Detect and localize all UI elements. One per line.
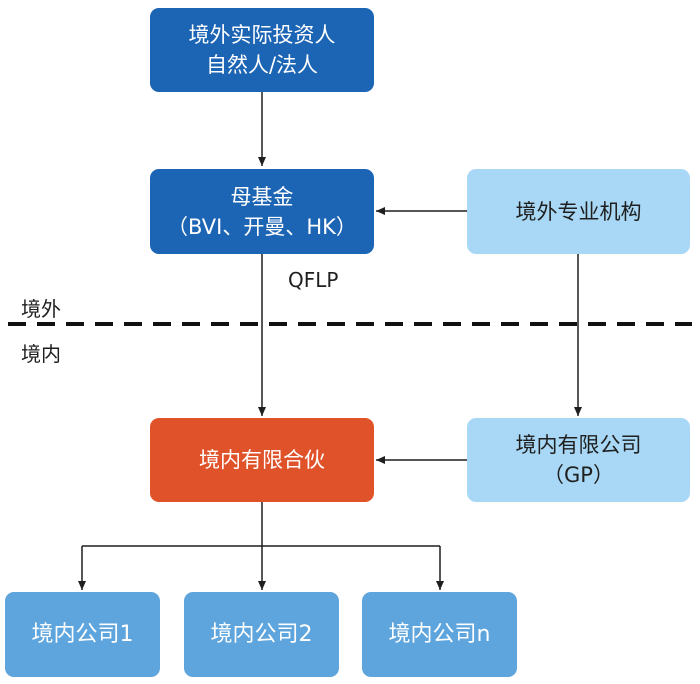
- company-2-label: 境内公司2: [210, 621, 313, 647]
- domestic-lp-box: 境内有限合伙: [150, 418, 374, 502]
- company-1-label: 境内公司1: [31, 621, 134, 647]
- company-n-box: 境内公司n: [362, 592, 517, 677]
- domestic-gp-line2: （GP）: [543, 463, 614, 487]
- mother-fund-line1: 母基金: [230, 184, 294, 209]
- domestic-gp-box: 境内有限公司 （GP）: [467, 418, 690, 502]
- investor-line1: 境外实际投资人: [188, 23, 336, 47]
- company-1-box: 境内公司1: [5, 592, 160, 677]
- mother-fund-line2: （BVI、开曼、HK）: [167, 214, 357, 239]
- foreign-institution-line1: 境外专业机构: [515, 199, 642, 224]
- mother-fund-box: 母基金 （BVI、开曼、HK）: [150, 169, 374, 254]
- investor-box: 境外实际投资人 自然人/法人: [150, 8, 374, 92]
- company-2-box: 境内公司2: [184, 592, 339, 677]
- foreign-institution-box: 境外专业机构: [467, 169, 690, 254]
- company-n-label: 境内公司n: [388, 621, 491, 647]
- domestic-label: 境内: [21, 342, 61, 366]
- domestic-gp-line1: 境内有限公司: [515, 433, 642, 457]
- overseas-label: 境外: [21, 297, 61, 321]
- qflp-label: QFLP: [288, 268, 339, 292]
- investor-line2: 自然人/法人: [205, 53, 319, 77]
- domestic-lp-line1: 境内有限合伙: [199, 448, 325, 472]
